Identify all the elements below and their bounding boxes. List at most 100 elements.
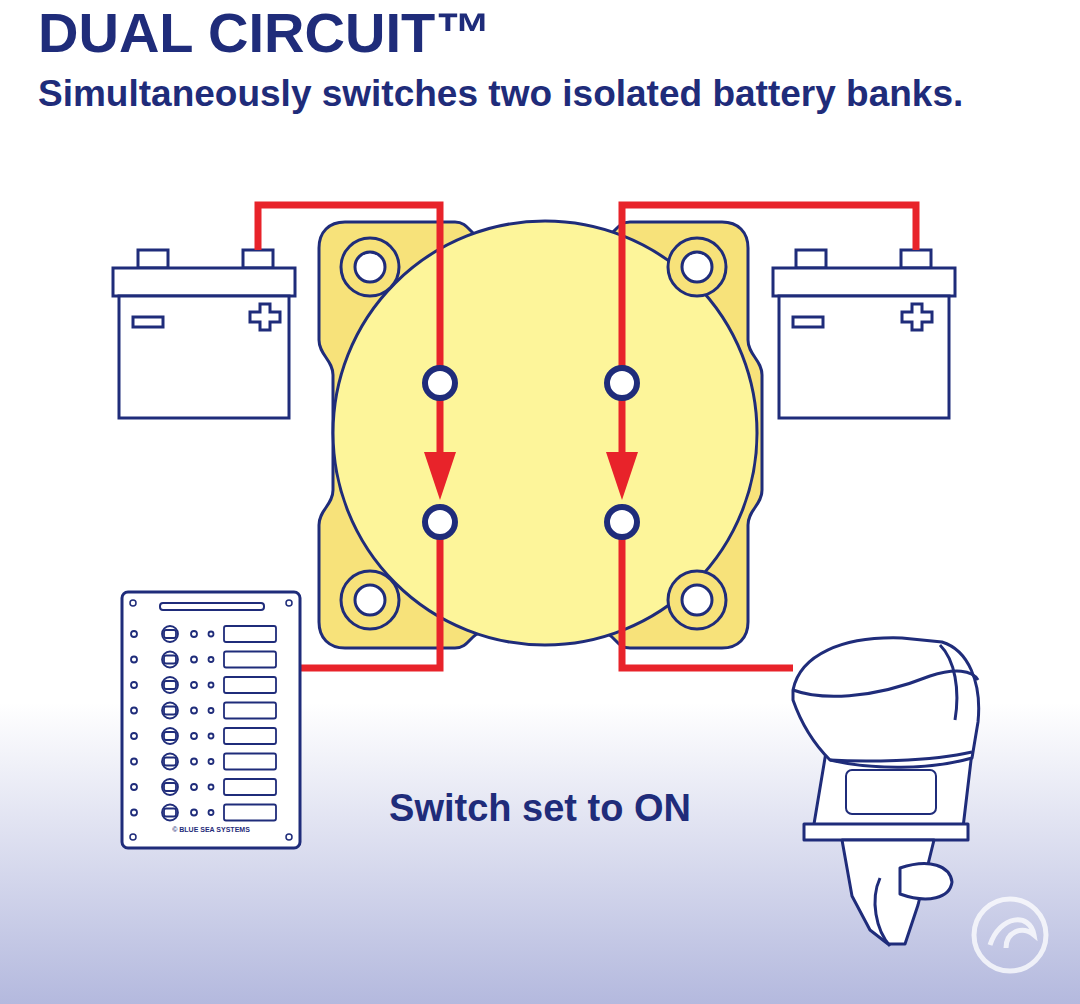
- breaker-row: [131, 805, 276, 821]
- breaker-row: [209, 632, 214, 637]
- breaker-row: [224, 703, 276, 719]
- breaker-row: [191, 733, 197, 739]
- breaker-row: [164, 758, 176, 766]
- outboard-motor: [804, 824, 968, 840]
- battery-switch: [341, 238, 399, 296]
- breaker-row: [209, 683, 214, 688]
- positive-wire: [258, 205, 440, 383]
- breaker-row: [162, 652, 178, 668]
- breaker-panel: [160, 603, 264, 610]
- positive-wire: [300, 530, 440, 668]
- current-arrow: [606, 452, 638, 500]
- breaker-row: [162, 677, 178, 693]
- current-arrow: [424, 452, 456, 500]
- battery: [902, 304, 932, 330]
- breaker-row: [162, 779, 178, 795]
- battery-switch: [355, 585, 385, 615]
- breaker-row: [191, 682, 197, 688]
- breaker-row: [164, 707, 176, 715]
- breaker-row: [209, 734, 214, 739]
- breaker-row: [191, 708, 197, 714]
- breaker-row: [224, 626, 276, 642]
- breaker-row: [164, 732, 176, 740]
- breaker-row: [224, 754, 276, 770]
- breaker-row: [162, 805, 178, 821]
- diagram-title: DUAL CIRCUIT™: [38, 2, 491, 64]
- breaker-row: [164, 809, 176, 817]
- battery: [250, 304, 280, 330]
- switch-terminal: [425, 507, 455, 537]
- breaker-row: [164, 630, 176, 638]
- battery-switch: [333, 221, 757, 645]
- outboard-motor: [940, 645, 957, 720]
- battery-switch: [319, 222, 762, 648]
- battery-switch: [319, 221, 762, 648]
- battery: [138, 250, 168, 268]
- battery: [793, 317, 823, 327]
- breaker-row: [164, 783, 176, 791]
- outboard-motor: [793, 638, 979, 767]
- positive-wire: [437, 395, 444, 460]
- logo-watermark: [974, 899, 1046, 971]
- breaker-row: [209, 759, 214, 764]
- battery: [779, 296, 949, 418]
- battery-switch: [668, 238, 726, 296]
- battery: [113, 268, 295, 296]
- breaker-row: [164, 656, 176, 664]
- breaker-row: [209, 708, 214, 713]
- breaker-row: [224, 677, 276, 693]
- switch-terminal: [607, 507, 637, 537]
- battery-switch: [682, 252, 712, 282]
- switch-terminal: [607, 368, 637, 398]
- breaker-row: [209, 657, 214, 662]
- switch-terminal: [425, 368, 455, 398]
- breaker-panel: [122, 592, 300, 848]
- current-arrow: [424, 452, 638, 500]
- panel-maker-mark: © BLUE SEA SYSTEMS: [172, 826, 250, 834]
- breaker-row: [131, 708, 137, 714]
- breaker-row: [131, 784, 137, 790]
- battery-switch: [682, 585, 712, 615]
- breaker-row: [131, 779, 276, 795]
- breaker-row: [209, 785, 214, 790]
- breaker-row: [209, 810, 214, 815]
- battery: [133, 317, 163, 327]
- positive-wire: [622, 530, 793, 668]
- breaker-row: [224, 728, 276, 744]
- breaker-row: [131, 631, 137, 637]
- breaker-row: [224, 652, 276, 668]
- breaker-row: [164, 681, 176, 689]
- breaker-row: [131, 682, 137, 688]
- breaker-row: [131, 754, 276, 770]
- battery: [113, 250, 295, 418]
- positive-wire: [622, 205, 916, 383]
- breaker-row: [131, 733, 137, 739]
- breaker-row: [131, 652, 276, 668]
- breaker-row: [191, 657, 197, 663]
- state-label: Switch set to ON: [389, 788, 691, 830]
- battery-switch: [668, 571, 726, 629]
- breaker-row: [131, 677, 276, 693]
- breaker-panel: [286, 834, 292, 840]
- logo-watermark: [990, 920, 1034, 948]
- breaker-row: [131, 759, 137, 765]
- breaker-panel: [130, 600, 136, 606]
- breaker-row: [131, 626, 276, 642]
- breaker-row: [131, 657, 137, 663]
- subtitle-text: Simultaneously switches two isolated bat…: [38, 74, 963, 115]
- breaker-row: [162, 703, 178, 719]
- breaker-row: [191, 759, 197, 765]
- breaker-row: [131, 728, 276, 744]
- breaker-row: [191, 784, 197, 790]
- breaker-row: [131, 703, 276, 719]
- breaker-row: [162, 754, 178, 770]
- positive-wire: [258, 205, 916, 668]
- breaker-panel: [286, 600, 292, 606]
- battery: [773, 250, 955, 418]
- battery: [796, 250, 826, 268]
- battery: [119, 296, 289, 418]
- outboard-motor: [900, 864, 952, 899]
